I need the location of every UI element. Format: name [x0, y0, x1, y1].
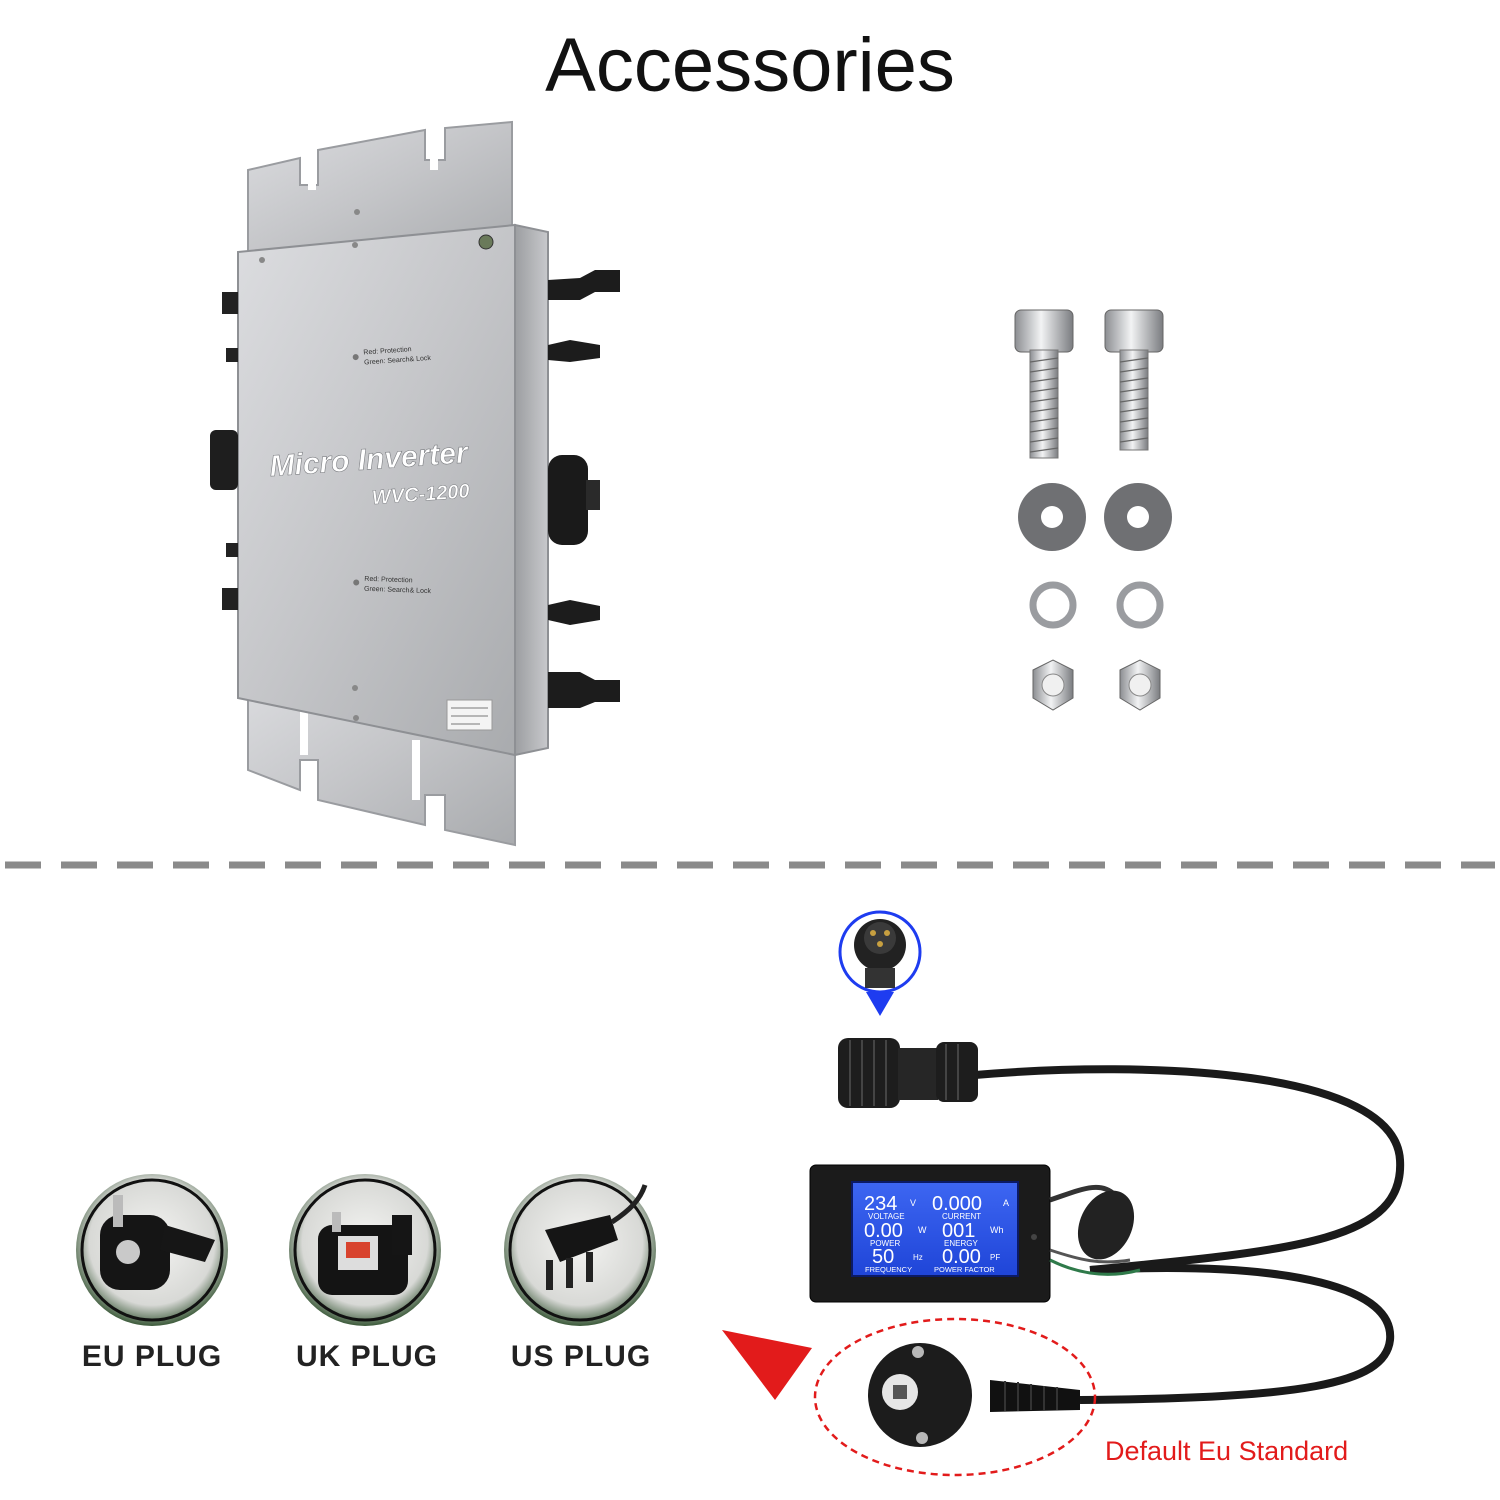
uk-plug-label: UK PLUG: [296, 1340, 438, 1373]
ac-cable-assembly: 234 V VOLTAGE 0.000 A CURRENT 0.00 W POW…: [809, 1038, 1405, 1447]
default-standard-caption: Default Eu Standard: [1105, 1436, 1349, 1466]
us-plug-icon: [504, 1174, 656, 1326]
current-label: CURRENT: [942, 1212, 981, 1221]
ac-connector: [838, 1038, 978, 1108]
current-value: 0.000: [932, 1193, 982, 1215]
power-label: POWER: [870, 1239, 900, 1248]
us-plug-label: US PLUG: [510, 1340, 652, 1373]
power-unit: W: [918, 1225, 927, 1235]
energy-value: 001: [942, 1220, 975, 1242]
pf-value: 0.00: [942, 1246, 981, 1268]
current-unit: A: [1003, 1198, 1009, 1208]
mounting-hardware-kit: [1014, 309, 1172, 711]
lcd-display: [851, 1181, 1019, 1277]
eu-plug-icon: [76, 1174, 228, 1326]
micro-inverter: Micro Inverter WVC-1200 Red: Protection …: [210, 120, 620, 847]
pointer-down-icon: [866, 992, 894, 1016]
uk-plug-icon: [289, 1174, 441, 1326]
red-arrow-icon: [722, 1330, 812, 1400]
frequency-label: FREQUENCY: [865, 1265, 912, 1274]
screw-icon: [1014, 309, 1074, 459]
frequency-unit: Hz: [913, 1253, 923, 1262]
default-plug-highlight: [813, 1317, 1097, 1477]
energy-unit: Wh: [990, 1225, 1004, 1235]
hex-nut-icon: [1032, 659, 1161, 711]
led-legend-bottom-2: Green: Search& Lock: [364, 586, 432, 595]
screw-icon: [1104, 309, 1164, 451]
page-title: Accessories: [545, 23, 955, 108]
default-eu-plug: [868, 1343, 1080, 1447]
led-legend-bottom-1: Red: Protection: [364, 576, 413, 585]
pf-unit: PF: [990, 1253, 1000, 1262]
eu-plug-label: EU PLUG: [81, 1340, 223, 1373]
power-meter: 234 V VOLTAGE 0.000 A CURRENT 0.00 W POW…: [809, 1164, 1141, 1303]
voltage-value: 234: [864, 1193, 897, 1215]
pf-label: POWER FACTOR: [934, 1265, 995, 1274]
connector-pin-detail: [838, 910, 922, 1016]
power-value: 0.00: [864, 1220, 903, 1242]
led-legend-top-1: Red: Protection: [363, 346, 412, 356]
flat-washer-icon: [1018, 483, 1172, 551]
led-legend-top-2: Green: Search& Lock: [364, 355, 432, 367]
voltage-label: VOLTAGE: [868, 1212, 905, 1221]
frequency-value: 50: [872, 1246, 894, 1268]
spring-washer-icon: [1029, 581, 1164, 629]
voltage-unit: V: [910, 1198, 916, 1208]
energy-label: ENERGY: [944, 1239, 978, 1248]
